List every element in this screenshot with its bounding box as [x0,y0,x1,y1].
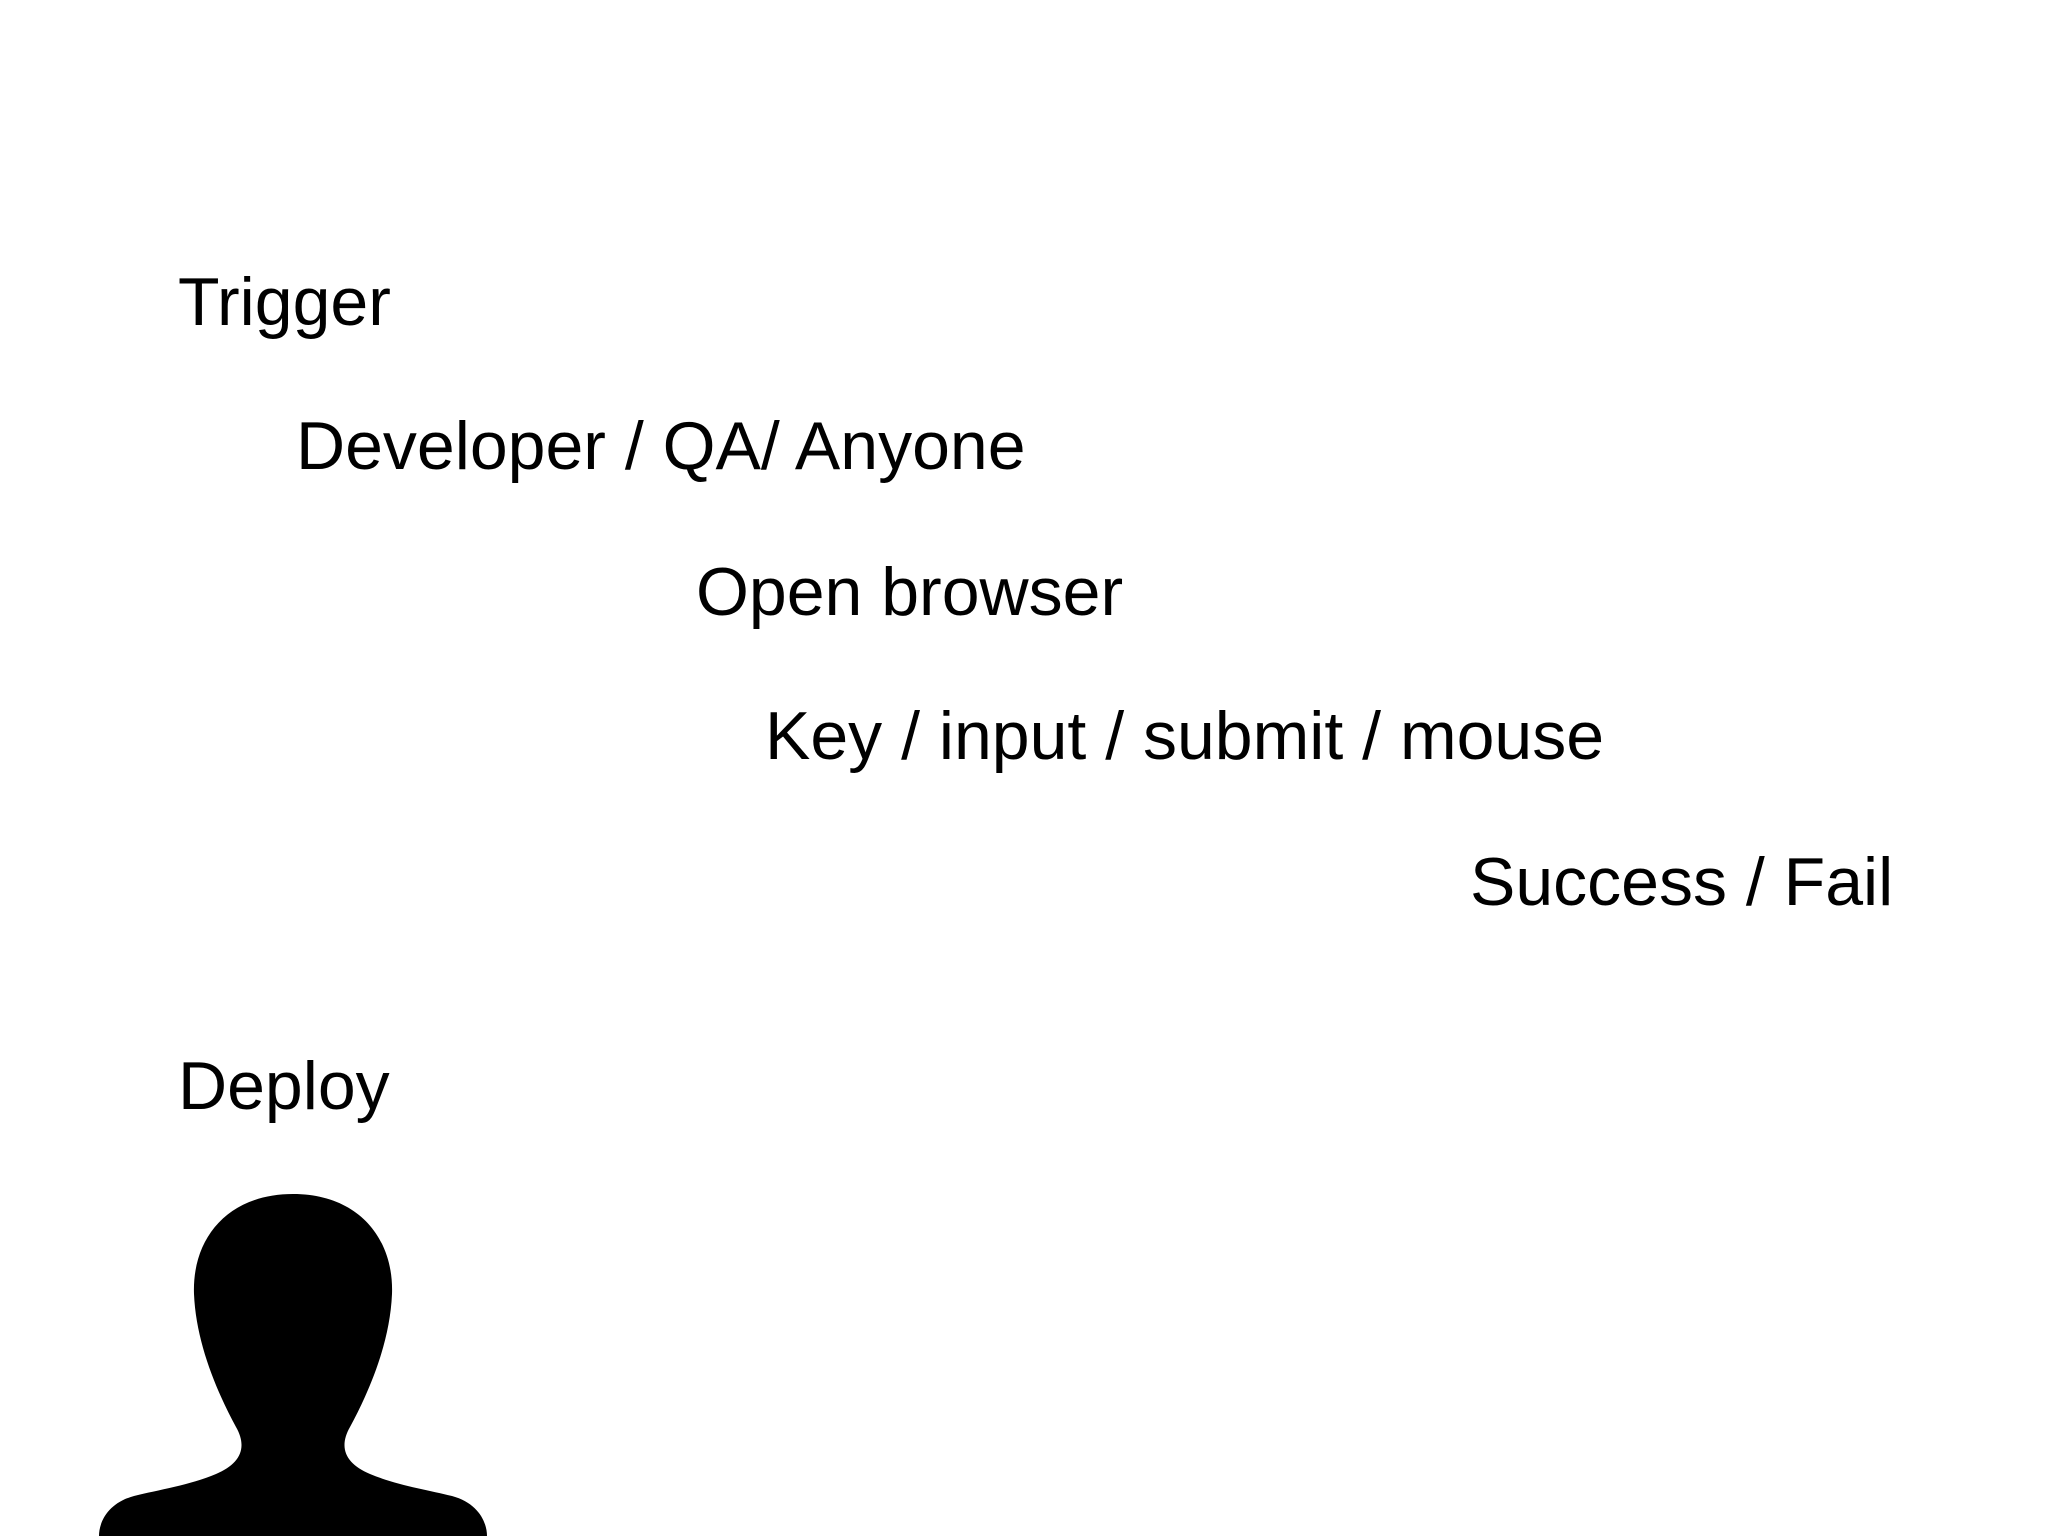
heading-deploy: Deploy [178,1048,390,1124]
step-result: Success / Fail [1470,844,1894,920]
person-silhouette-icon [98,1192,488,1536]
step-open-browser: Open browser [696,554,1124,630]
step-actors: Developer / QA/ Anyone [296,408,1026,484]
heading-trigger: Trigger [178,264,391,340]
step-input-events: Key / input / submit / mouse [765,698,1605,774]
